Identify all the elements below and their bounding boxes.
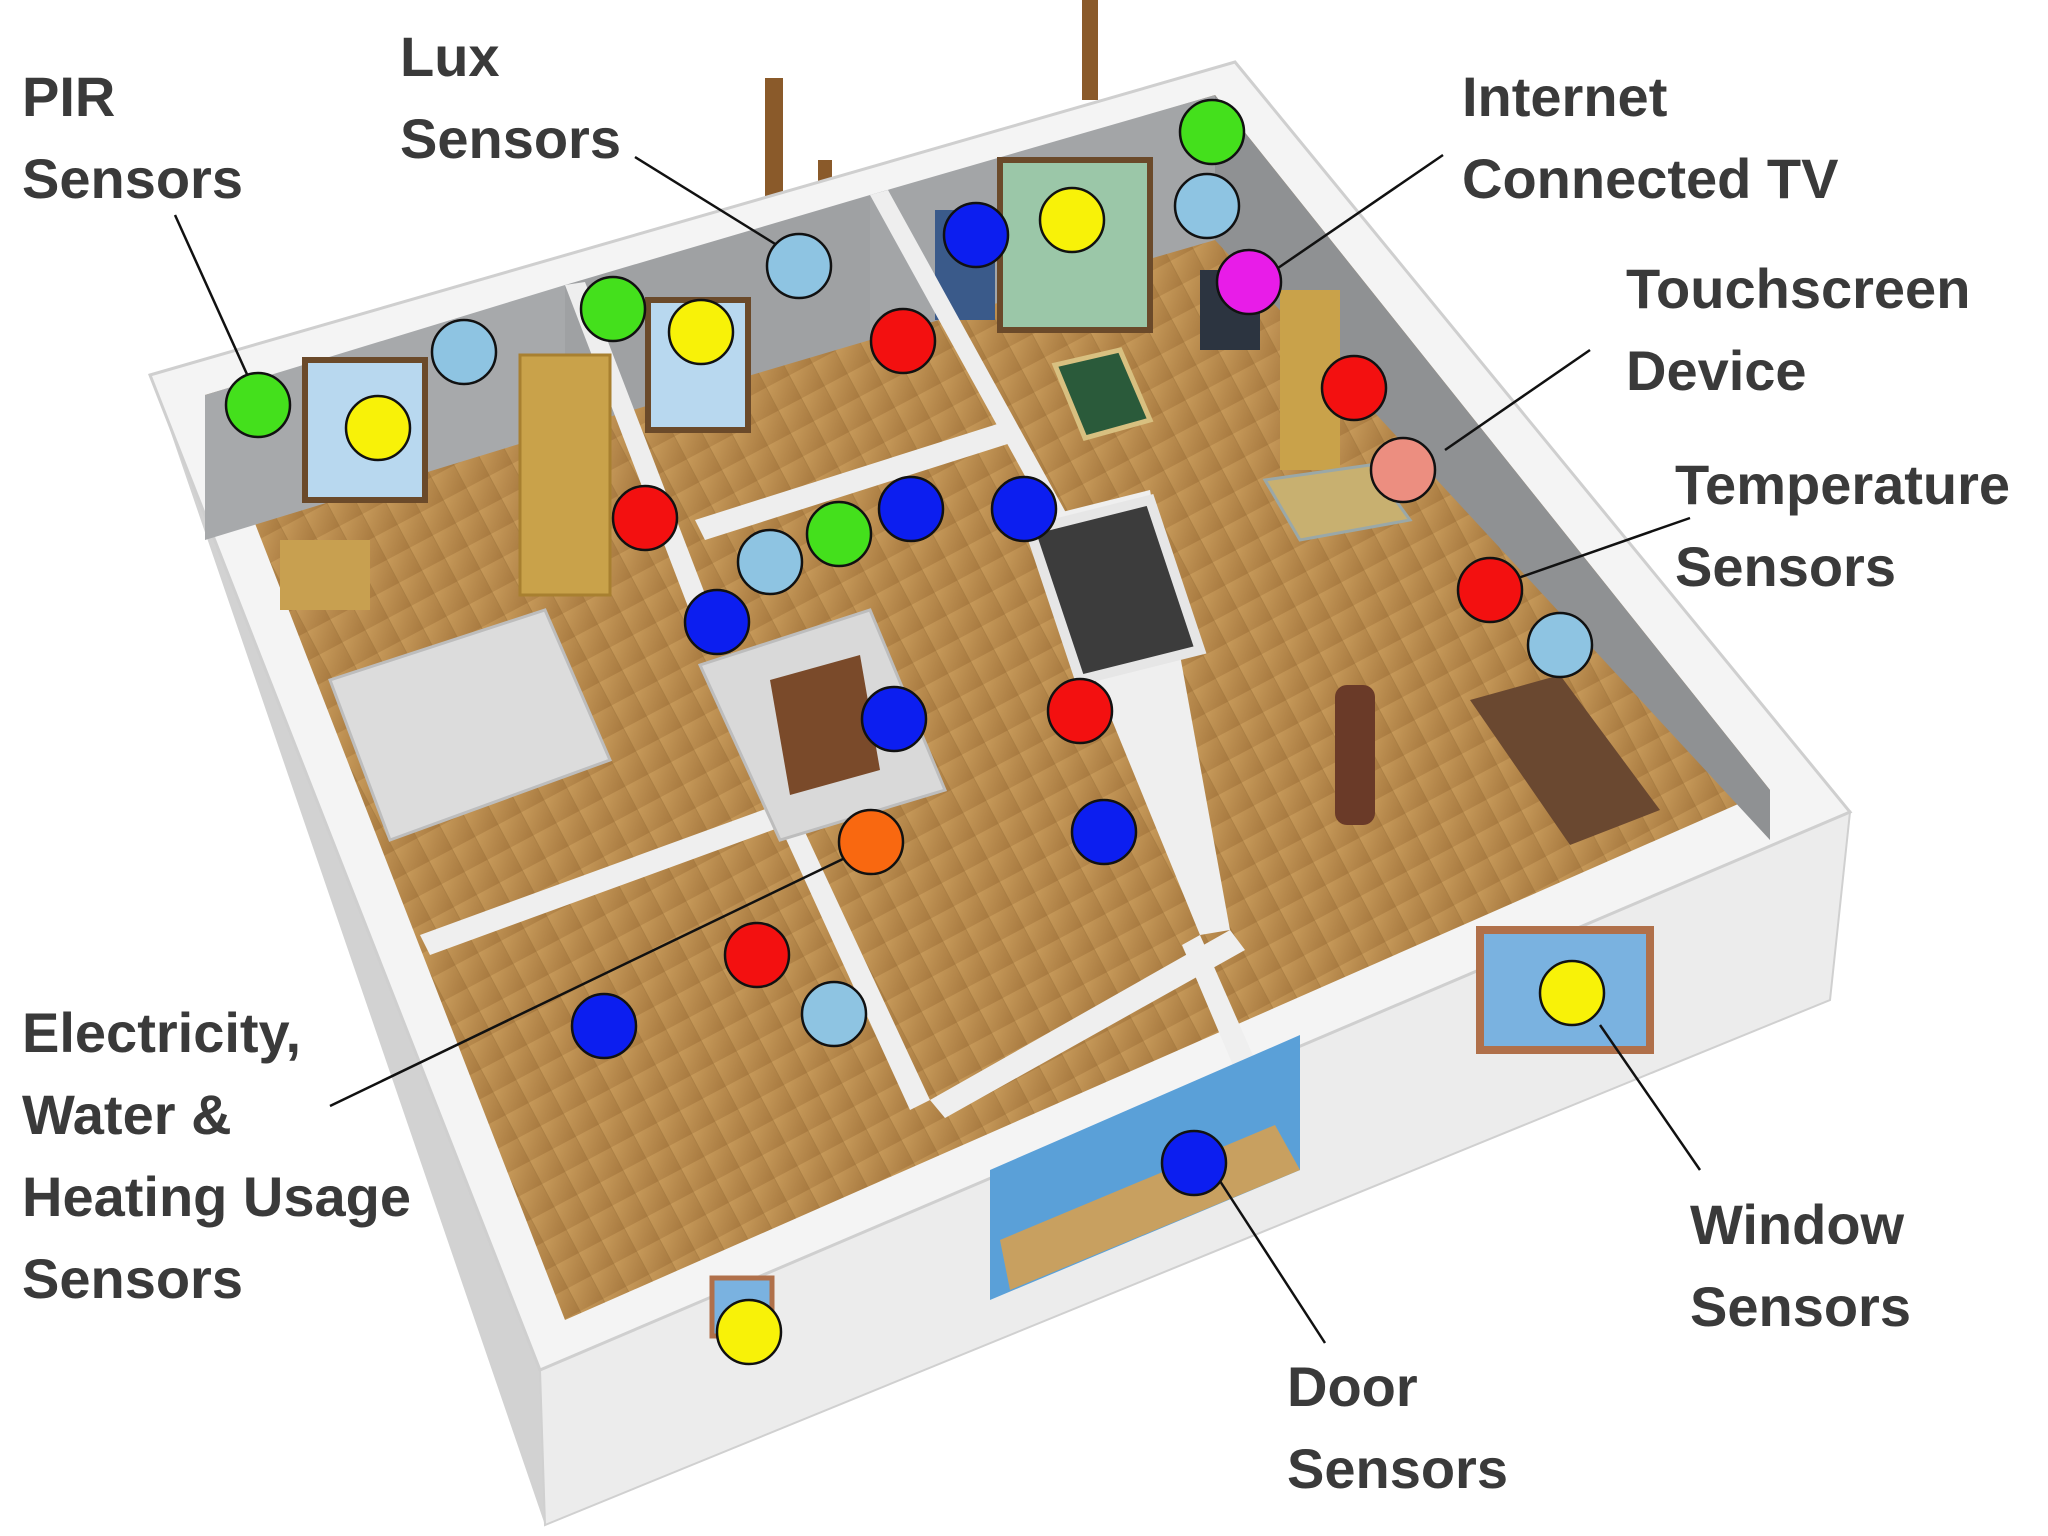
door-sensor-dot — [990, 475, 1058, 543]
partition-wall — [930, 930, 1245, 1118]
pir-sensor-dot — [579, 275, 647, 343]
label-window-sensors: Window Sensors — [1690, 1193, 1911, 1338]
sideboard — [1470, 675, 1660, 845]
window-sensor-dot — [1038, 186, 1106, 254]
window-sensor-dot — [667, 298, 735, 366]
door-sensor-dot — [570, 992, 638, 1060]
chimney-shaft — [1023, 494, 1207, 686]
partition-wall — [775, 800, 930, 1110]
bed — [328, 608, 613, 842]
temperature-sensor-dot — [611, 484, 679, 552]
leader-line-tv — [1277, 153, 1444, 270]
door-sensor-dot — [1070, 798, 1138, 866]
door-sensor-dot — [1160, 1129, 1228, 1197]
partition-wall — [1182, 935, 1255, 1070]
temperature-sensor-dot — [723, 921, 791, 989]
pir-sensor-dot — [805, 500, 873, 568]
label-electricity-water-heating-sensors: Electricity, Water & Heating Usage Senso… — [22, 1001, 411, 1310]
lux-sensor-dot — [765, 232, 833, 300]
leader-line-temp — [1517, 516, 1691, 580]
label-touchscreen-device: Touchscreen Device — [1626, 257, 1971, 402]
pir-sensor-dot — [224, 371, 292, 439]
temperature-sensor-dot — [869, 307, 937, 375]
pir-sensor-dot — [1178, 98, 1246, 166]
lux-sensor-dot — [736, 528, 804, 596]
partition-wall — [870, 190, 1070, 525]
touchscreen-sensor-dot — [1369, 436, 1437, 504]
label-temperature-sensors: Temperature Sensors — [1675, 453, 2011, 598]
temperature-sensor-dot — [1320, 354, 1388, 422]
leader-line-lux — [634, 155, 781, 249]
label-pir-sensors: PIR Sensors — [22, 65, 243, 210]
lux-sensor-dot — [1526, 611, 1594, 679]
door-sensor-dot — [877, 475, 945, 543]
partition-wall — [420, 800, 800, 955]
leader-line-pir — [173, 214, 257, 393]
window-sensor-dot — [715, 1298, 783, 1366]
partition-wall — [695, 420, 1020, 540]
chimney-post — [765, 78, 783, 208]
temperature-sensor-dot — [1046, 677, 1114, 745]
leader-line-electricity — [329, 856, 846, 1108]
lux-sensor-dot — [1173, 172, 1241, 240]
leader-line-window — [1598, 1024, 1702, 1171]
label-lux-sensors: Lux Sensors — [400, 25, 621, 170]
door-sensor-dot — [683, 588, 751, 656]
temperature-sensor-dot — [1456, 556, 1524, 624]
chimney-post — [1082, 0, 1098, 100]
lux-sensor-dot — [800, 980, 868, 1048]
coffee-table — [1051, 347, 1154, 442]
leader-line-door — [1216, 1177, 1327, 1344]
leader-lines — [173, 153, 1702, 1344]
door-sensor-dot — [860, 685, 928, 753]
sensor-markers — [224, 98, 1606, 1366]
interior-wall-right — [1215, 95, 1770, 840]
person — [1335, 685, 1375, 825]
wardrobe — [518, 353, 612, 597]
window-sensor-dot — [344, 394, 412, 462]
window-sensor-dot — [1538, 959, 1606, 1027]
door-sensor-dot — [942, 201, 1010, 269]
lux-sensor-dot — [430, 318, 498, 386]
closet-door — [770, 655, 880, 795]
electricity-sensor-dot — [837, 808, 905, 876]
leader-line-touch — [1444, 348, 1591, 452]
desk — [280, 540, 370, 610]
tv-sensor-dot — [1215, 248, 1283, 316]
label-internet-connected-tv: Internet Connected TV — [1462, 65, 1839, 210]
label-door-sensors: Door Sensors — [1287, 1355, 1508, 1500]
